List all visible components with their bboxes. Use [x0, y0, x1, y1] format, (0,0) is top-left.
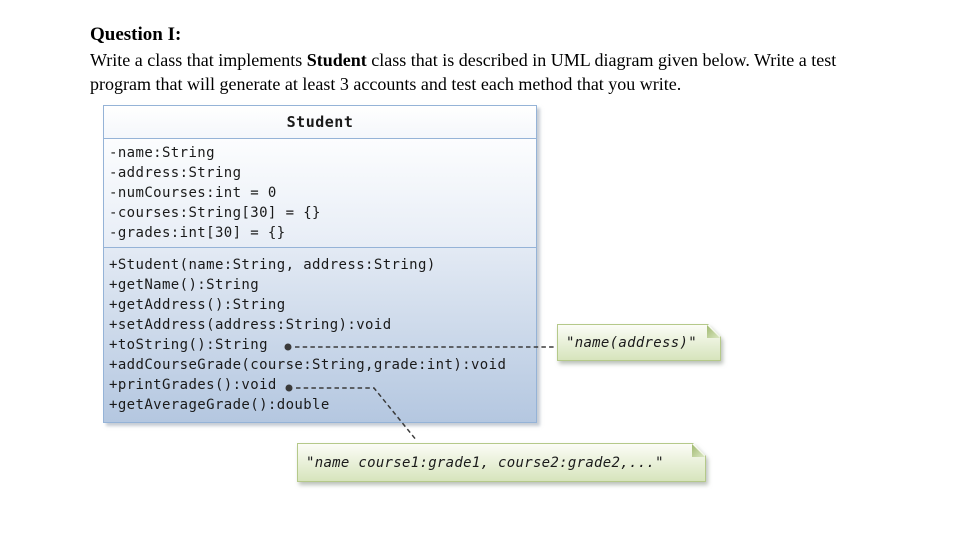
uml-method-tostring: +toString():String [109, 337, 268, 353]
tostring-note: "name(address)" [557, 324, 721, 361]
uml-method-printgrades: +printGrades():void [109, 377, 277, 393]
tostring-note-text: "name(address)" [566, 334, 697, 351]
question-text-part2: class that is described in UML diagram g… [90, 50, 837, 94]
question-text: Write a class that implements Student cl… [90, 48, 890, 96]
uml-fields-section: -name:String -address:String -numCourses… [104, 139, 536, 248]
uml-field: -grades:int[30] = {} [109, 225, 286, 241]
uml-field: -numCourses:int = 0 [109, 185, 277, 201]
note-fold-corner-icon [692, 444, 705, 457]
tostring-note-body: "name(address)" [557, 324, 721, 361]
question-text-bold-student: Student [306, 50, 367, 70]
uml-field: -address:String [109, 165, 242, 181]
uml-field: -name:String [109, 145, 215, 161]
uml-method: +Student(name:String, address:String) [109, 257, 436, 273]
uml-method: +setAddress(address:String):void [109, 317, 392, 333]
uml-method: +getName():String [109, 277, 260, 293]
question-heading: Question I: [90, 24, 182, 45]
note-fold-corner-icon [707, 325, 720, 338]
question-text-part1: Write a class that implements [90, 50, 307, 70]
printgrades-note-text: "name course1:grade1, course2:grade2,...… [306, 454, 664, 471]
uml-methods-section: +Student(name:String, address:String) +g… [104, 248, 536, 422]
uml-class-box: Student -name:String -address:String -nu… [103, 105, 537, 423]
uml-class-title: Student [104, 106, 536, 139]
uml-method: +getAverageGrade():double [109, 397, 330, 413]
uml-method: +getAddress():String [109, 297, 286, 313]
uml-field: -courses:String[30] = {} [109, 205, 321, 221]
printgrades-note-body: "name course1:grade1, course2:grade2,...… [297, 443, 706, 482]
uml-method: +addCourseGrade(course:String,grade:int)… [109, 357, 507, 373]
printgrades-note: "name course1:grade1, course2:grade2,...… [297, 443, 706, 482]
